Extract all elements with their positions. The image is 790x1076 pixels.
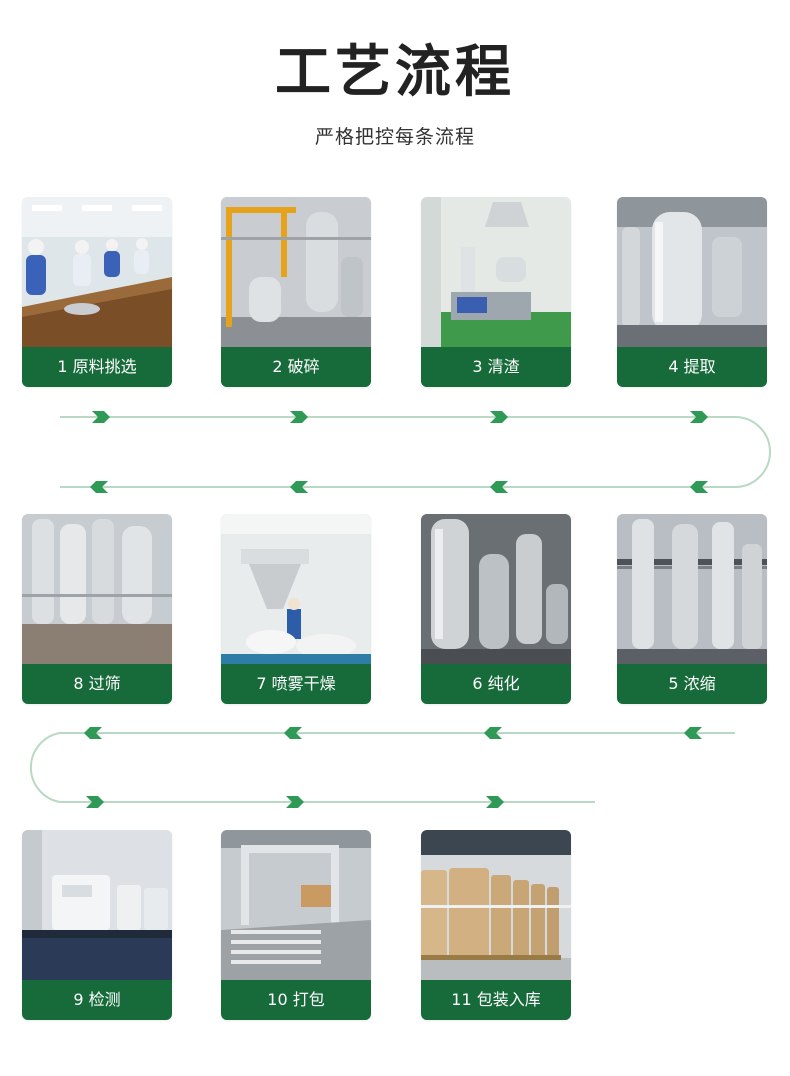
crushing-equipment-photo — [221, 197, 371, 347]
spray-drying-photo — [221, 514, 371, 664]
step-card-6: 6 纯化 — [421, 514, 571, 704]
arrow-left-icon — [690, 481, 708, 493]
step-card-10: 10 打包 — [221, 830, 371, 1020]
step-card-2: 2 破碎 — [221, 197, 371, 387]
warehouse-storage-photo — [421, 830, 571, 980]
step-label: 9 检测 — [22, 980, 172, 1020]
step-label: 11 包装入库 — [421, 980, 571, 1020]
arrow-left-icon — [284, 727, 302, 739]
lab-testing-photo — [22, 830, 172, 980]
sieving-equipment-photo — [22, 514, 172, 664]
arrow-right-icon — [690, 411, 708, 423]
step-card-9: 9 检测 — [22, 830, 172, 1020]
step-label: 3 清渣 — [421, 347, 571, 387]
raw-material-sorting-photo — [22, 197, 172, 347]
arrow-left-icon — [84, 727, 102, 739]
arrow-left-icon — [484, 727, 502, 739]
page-title: 工艺流程 — [275, 40, 515, 105]
step-card-11: 11 包装入库 — [421, 830, 571, 1020]
step-card-8: 8 过筛 — [22, 514, 172, 704]
packing-line-photo — [221, 830, 371, 980]
page-subtitle: 严格把控每条流程 — [314, 126, 475, 148]
step-label: 5 浓缩 — [617, 664, 767, 704]
step-label: 7 喷雾干燥 — [221, 664, 371, 704]
step-card-3: 3 清渣 — [421, 197, 571, 387]
step-label: 1 原料挑选 — [22, 347, 172, 387]
step-card-1: 1 原料挑选 — [22, 197, 172, 387]
purification-tanks-photo — [421, 514, 571, 664]
step-card-5: 5 浓缩 — [617, 514, 767, 704]
arrow-right-icon — [486, 796, 504, 808]
arrow-left-icon — [684, 727, 702, 739]
concentration-equipment-photo — [617, 514, 767, 664]
residue-cleaning-room-photo — [421, 197, 571, 347]
arrow-right-icon — [490, 411, 508, 423]
step-label: 8 过筛 — [22, 664, 172, 704]
arrow-left-icon — [90, 481, 108, 493]
arrow-right-icon — [286, 796, 304, 808]
arrow-left-icon — [290, 481, 308, 493]
step-card-4: 4 提取 — [617, 197, 767, 387]
step-card-7: 7 喷雾干燥 — [221, 514, 371, 704]
arrow-right-icon — [290, 411, 308, 423]
step-label: 10 打包 — [221, 980, 371, 1020]
arrow-right-icon — [92, 411, 110, 423]
step-label: 6 纯化 — [421, 664, 571, 704]
step-label: 4 提取 — [617, 347, 767, 387]
step-label: 2 破碎 — [221, 347, 371, 387]
arrow-right-icon — [86, 796, 104, 808]
extraction-tanks-photo — [617, 197, 767, 347]
arrow-left-icon — [490, 481, 508, 493]
